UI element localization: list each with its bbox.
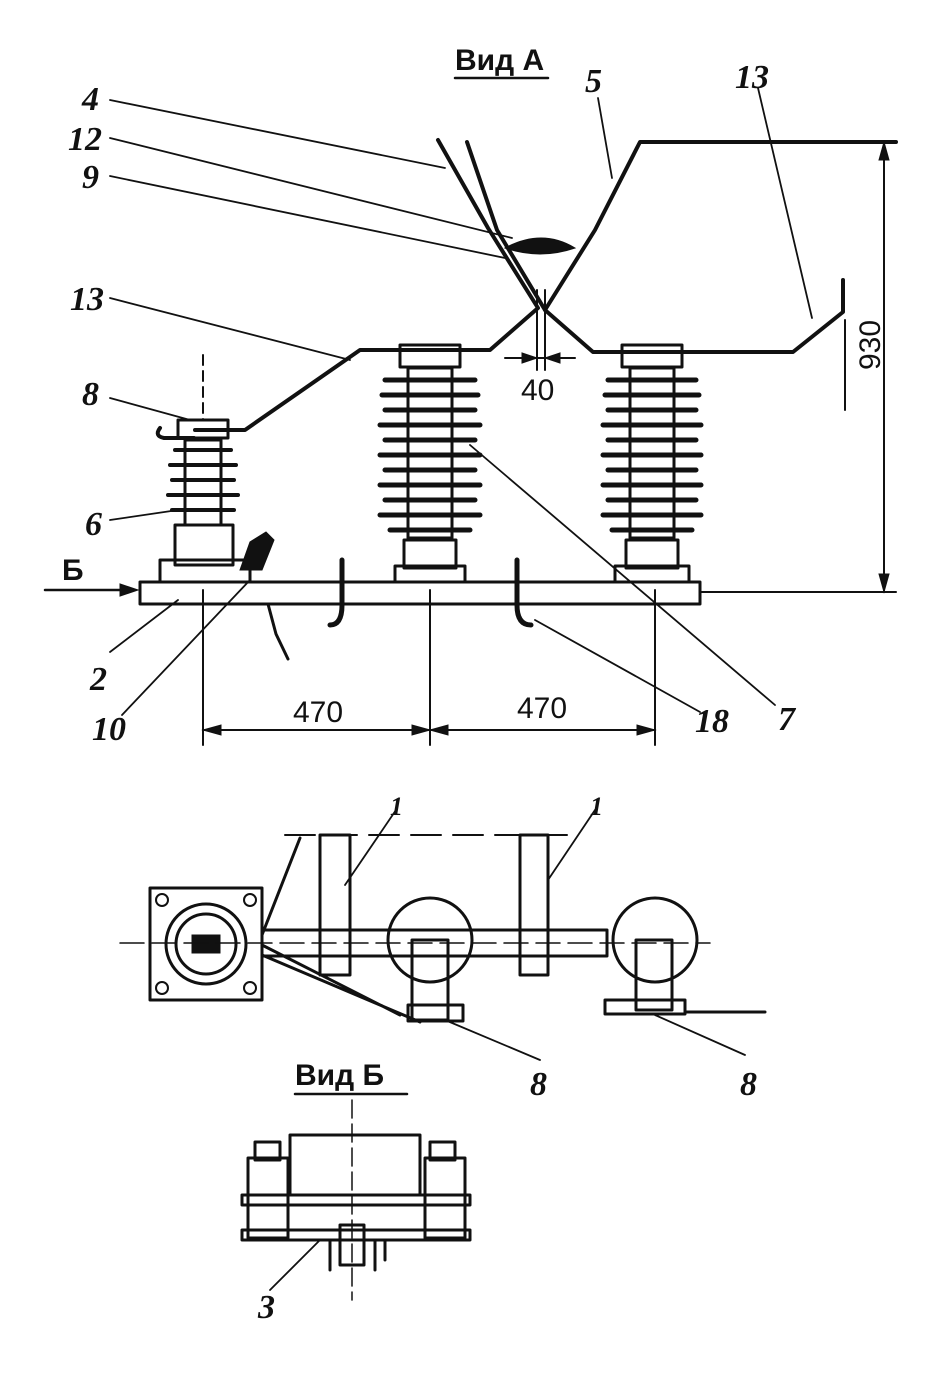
callout-4: 4 <box>81 81 99 118</box>
right-flange <box>611 896 699 984</box>
callout-8: 8 <box>82 376 99 413</box>
base-plate <box>138 580 702 606</box>
hook-right <box>514 557 534 628</box>
callout-13-top: 13 <box>735 59 769 96</box>
dim-930-text: 930 <box>854 320 887 370</box>
callout-8-right: 8 <box>740 1066 757 1103</box>
view-a: Вид А Б <box>43 44 898 748</box>
middle-insulator <box>377 343 483 584</box>
plan-view: 1 1 8 8 <box>119 792 767 1103</box>
frame-post-right <box>518 833 550 977</box>
callout-13-left: 13 <box>70 281 104 318</box>
view-b-body <box>288 1133 422 1197</box>
view-b-title: Вид Б <box>295 1059 384 1092</box>
view-b-arrowhead <box>119 583 140 597</box>
drive-lever <box>239 531 275 571</box>
callout-1-left: 1 <box>390 792 403 821</box>
middle-flange <box>386 896 474 984</box>
callout-1-right: 1 <box>590 792 603 821</box>
callout-3: 3 <box>257 1289 275 1326</box>
callout-7: 7 <box>778 701 797 738</box>
callout-18: 18 <box>695 703 729 740</box>
view-a-title: Вид А <box>455 44 544 77</box>
callout-8-left: 8 <box>530 1066 547 1103</box>
dim-470-right-text: 470 <box>517 692 567 725</box>
right-blade <box>543 278 845 354</box>
dim-470-left-text: 470 <box>293 696 343 729</box>
contact-spring <box>503 237 577 255</box>
drive-rod <box>266 602 290 661</box>
callout-2: 2 <box>89 661 107 698</box>
right-insulator <box>600 343 704 584</box>
left-insulator <box>155 354 252 584</box>
callout-10: 10 <box>92 711 126 748</box>
dim-40-text: 40 <box>521 374 554 407</box>
hook-left <box>327 557 345 628</box>
view-b-arrow-label: Б <box>62 554 84 587</box>
view-b-base <box>240 1228 472 1242</box>
callout-6: 6 <box>85 506 102 543</box>
callout-9: 9 <box>82 159 99 196</box>
frame-post-left <box>318 833 352 977</box>
callout-5: 5 <box>585 63 602 100</box>
callout-12: 12 <box>68 121 102 158</box>
contact-horns <box>465 140 898 312</box>
left-blade <box>193 138 540 432</box>
view-b: Вид Б 3 <box>240 1059 472 1326</box>
